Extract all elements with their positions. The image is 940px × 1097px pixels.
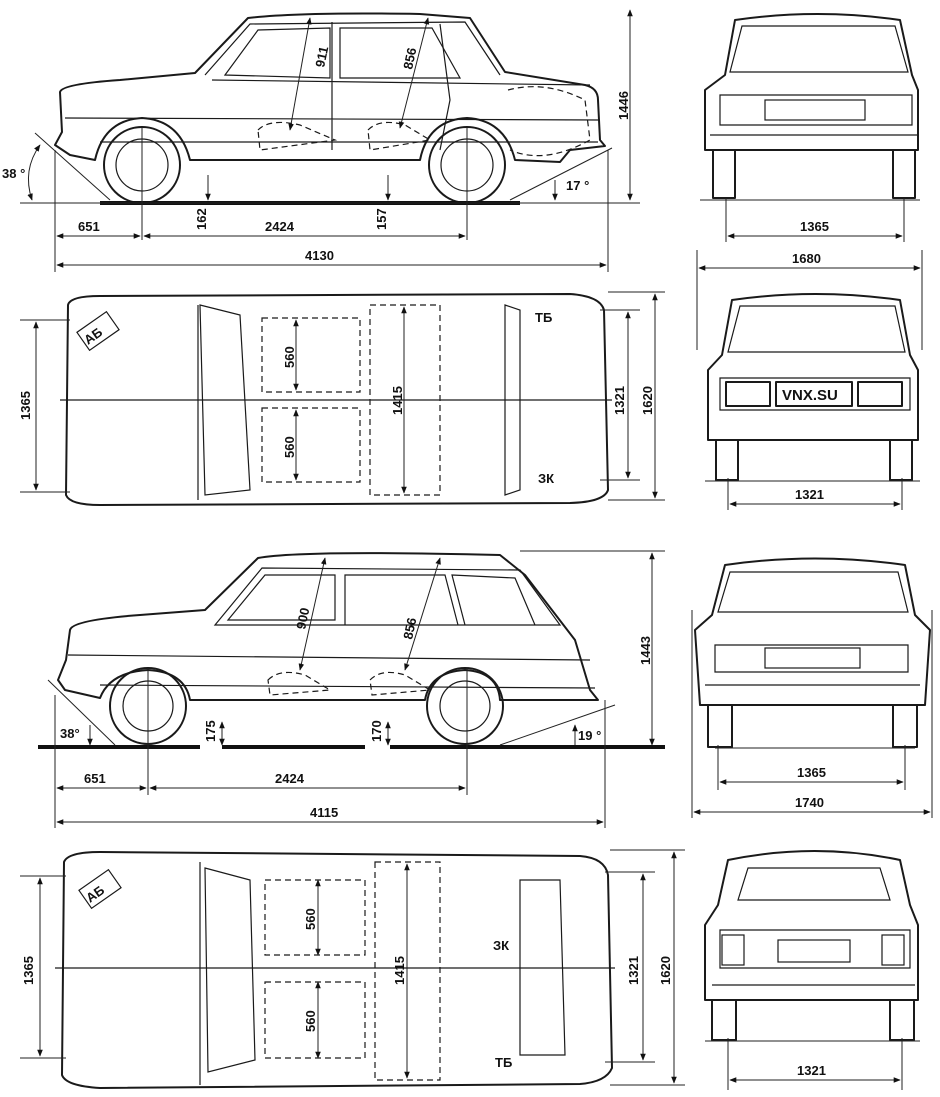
sedan-seat-front-width: 560	[282, 346, 297, 368]
sedan-clearance-rear: 157	[374, 208, 389, 230]
wagon-interior-length: 1415	[392, 956, 407, 985]
wagon-length: 4115	[310, 805, 338, 820]
wagon-fuel-tank-label: ТБ	[495, 1055, 512, 1070]
wagon-rear-track-top: 1321	[626, 956, 641, 985]
wagon-spare-wheel-label: ЗК	[493, 938, 509, 953]
wagon-top-view: АБ ЗК ТБ 560 560 1415 1365 1321 1620	[20, 849, 685, 1089]
wagon-height: 1443	[638, 636, 653, 665]
sedan-interior-length: 1415	[390, 386, 405, 415]
sedan-height: 1446	[616, 91, 631, 120]
wagon-wheelbase: 2424	[275, 771, 305, 786]
plate-text: VNX.SU	[782, 387, 838, 404]
sedan-clearance-front: 162	[194, 208, 209, 230]
wagon-interior-rear-height: 856	[400, 616, 419, 640]
sedan-front-view: 1365	[700, 13, 920, 242]
wagon-side-view: 900 856 1443 38° 175 170 19 ° 651 2424 4…	[38, 550, 665, 828]
sedan-departure-angle: 17 °	[566, 178, 589, 193]
wagon-front-overhang: 651	[84, 771, 106, 786]
sedan-front-track: 1365	[800, 219, 829, 234]
sedan-seat-rear-width: 560	[282, 436, 297, 458]
sedan-spare-wheel-label: ЗК	[538, 471, 554, 486]
sedan-rear-width: 1680	[792, 251, 821, 266]
wagon-clearance-rear: 170	[369, 720, 384, 742]
wagon-rear-view: 1321	[704, 850, 920, 1090]
sedan-rear-view: 1680 VNX.SU 1321	[696, 250, 923, 510]
wagon-front-width: 1740	[795, 795, 824, 810]
wagon-front-view: 1365 1740	[691, 557, 933, 818]
wagon-clearance-front: 175	[203, 720, 218, 742]
sedan-rear-track: 1321	[795, 487, 824, 502]
wagon-approach-angle: 38°	[60, 726, 80, 741]
sedan-interior-front-height: 911	[312, 45, 331, 69]
license-plate	[775, 381, 853, 407]
sedan-top-view: АБ ТБ ЗК 560 560 1415 1365 1321 1620	[18, 291, 665, 506]
wagon-seat-front-width: 560	[303, 908, 318, 930]
wagon-front-track: 1365	[797, 765, 826, 780]
sedan-side-view: 911 856 1446 38 ° 17 ° 651 162 2424 157 …	[2, 9, 640, 272]
sedan-front-track-top: 1365	[18, 391, 33, 420]
wagon-rear-track: 1321	[797, 1063, 826, 1078]
wagon-departure-angle: 19 °	[578, 728, 601, 743]
sedan-length: 4130	[305, 248, 334, 263]
wagon-seat-rear-width: 560	[303, 1010, 318, 1032]
sedan-width-top: 1620	[640, 386, 655, 415]
wagon-width-top: 1620	[658, 956, 673, 985]
sedan-fuel-tank-label: ТБ	[535, 310, 552, 325]
sedan-front-overhang: 651	[78, 219, 100, 234]
wagon-interior-front-height: 900	[293, 606, 312, 630]
sedan-interior-rear-height: 856	[400, 46, 419, 70]
sedan-wheelbase: 2424	[265, 219, 295, 234]
wagon-front-track-top: 1365	[21, 956, 36, 985]
sedan-approach-angle: 38 °	[2, 166, 25, 181]
sedan-rear-track-top: 1321	[612, 386, 627, 415]
